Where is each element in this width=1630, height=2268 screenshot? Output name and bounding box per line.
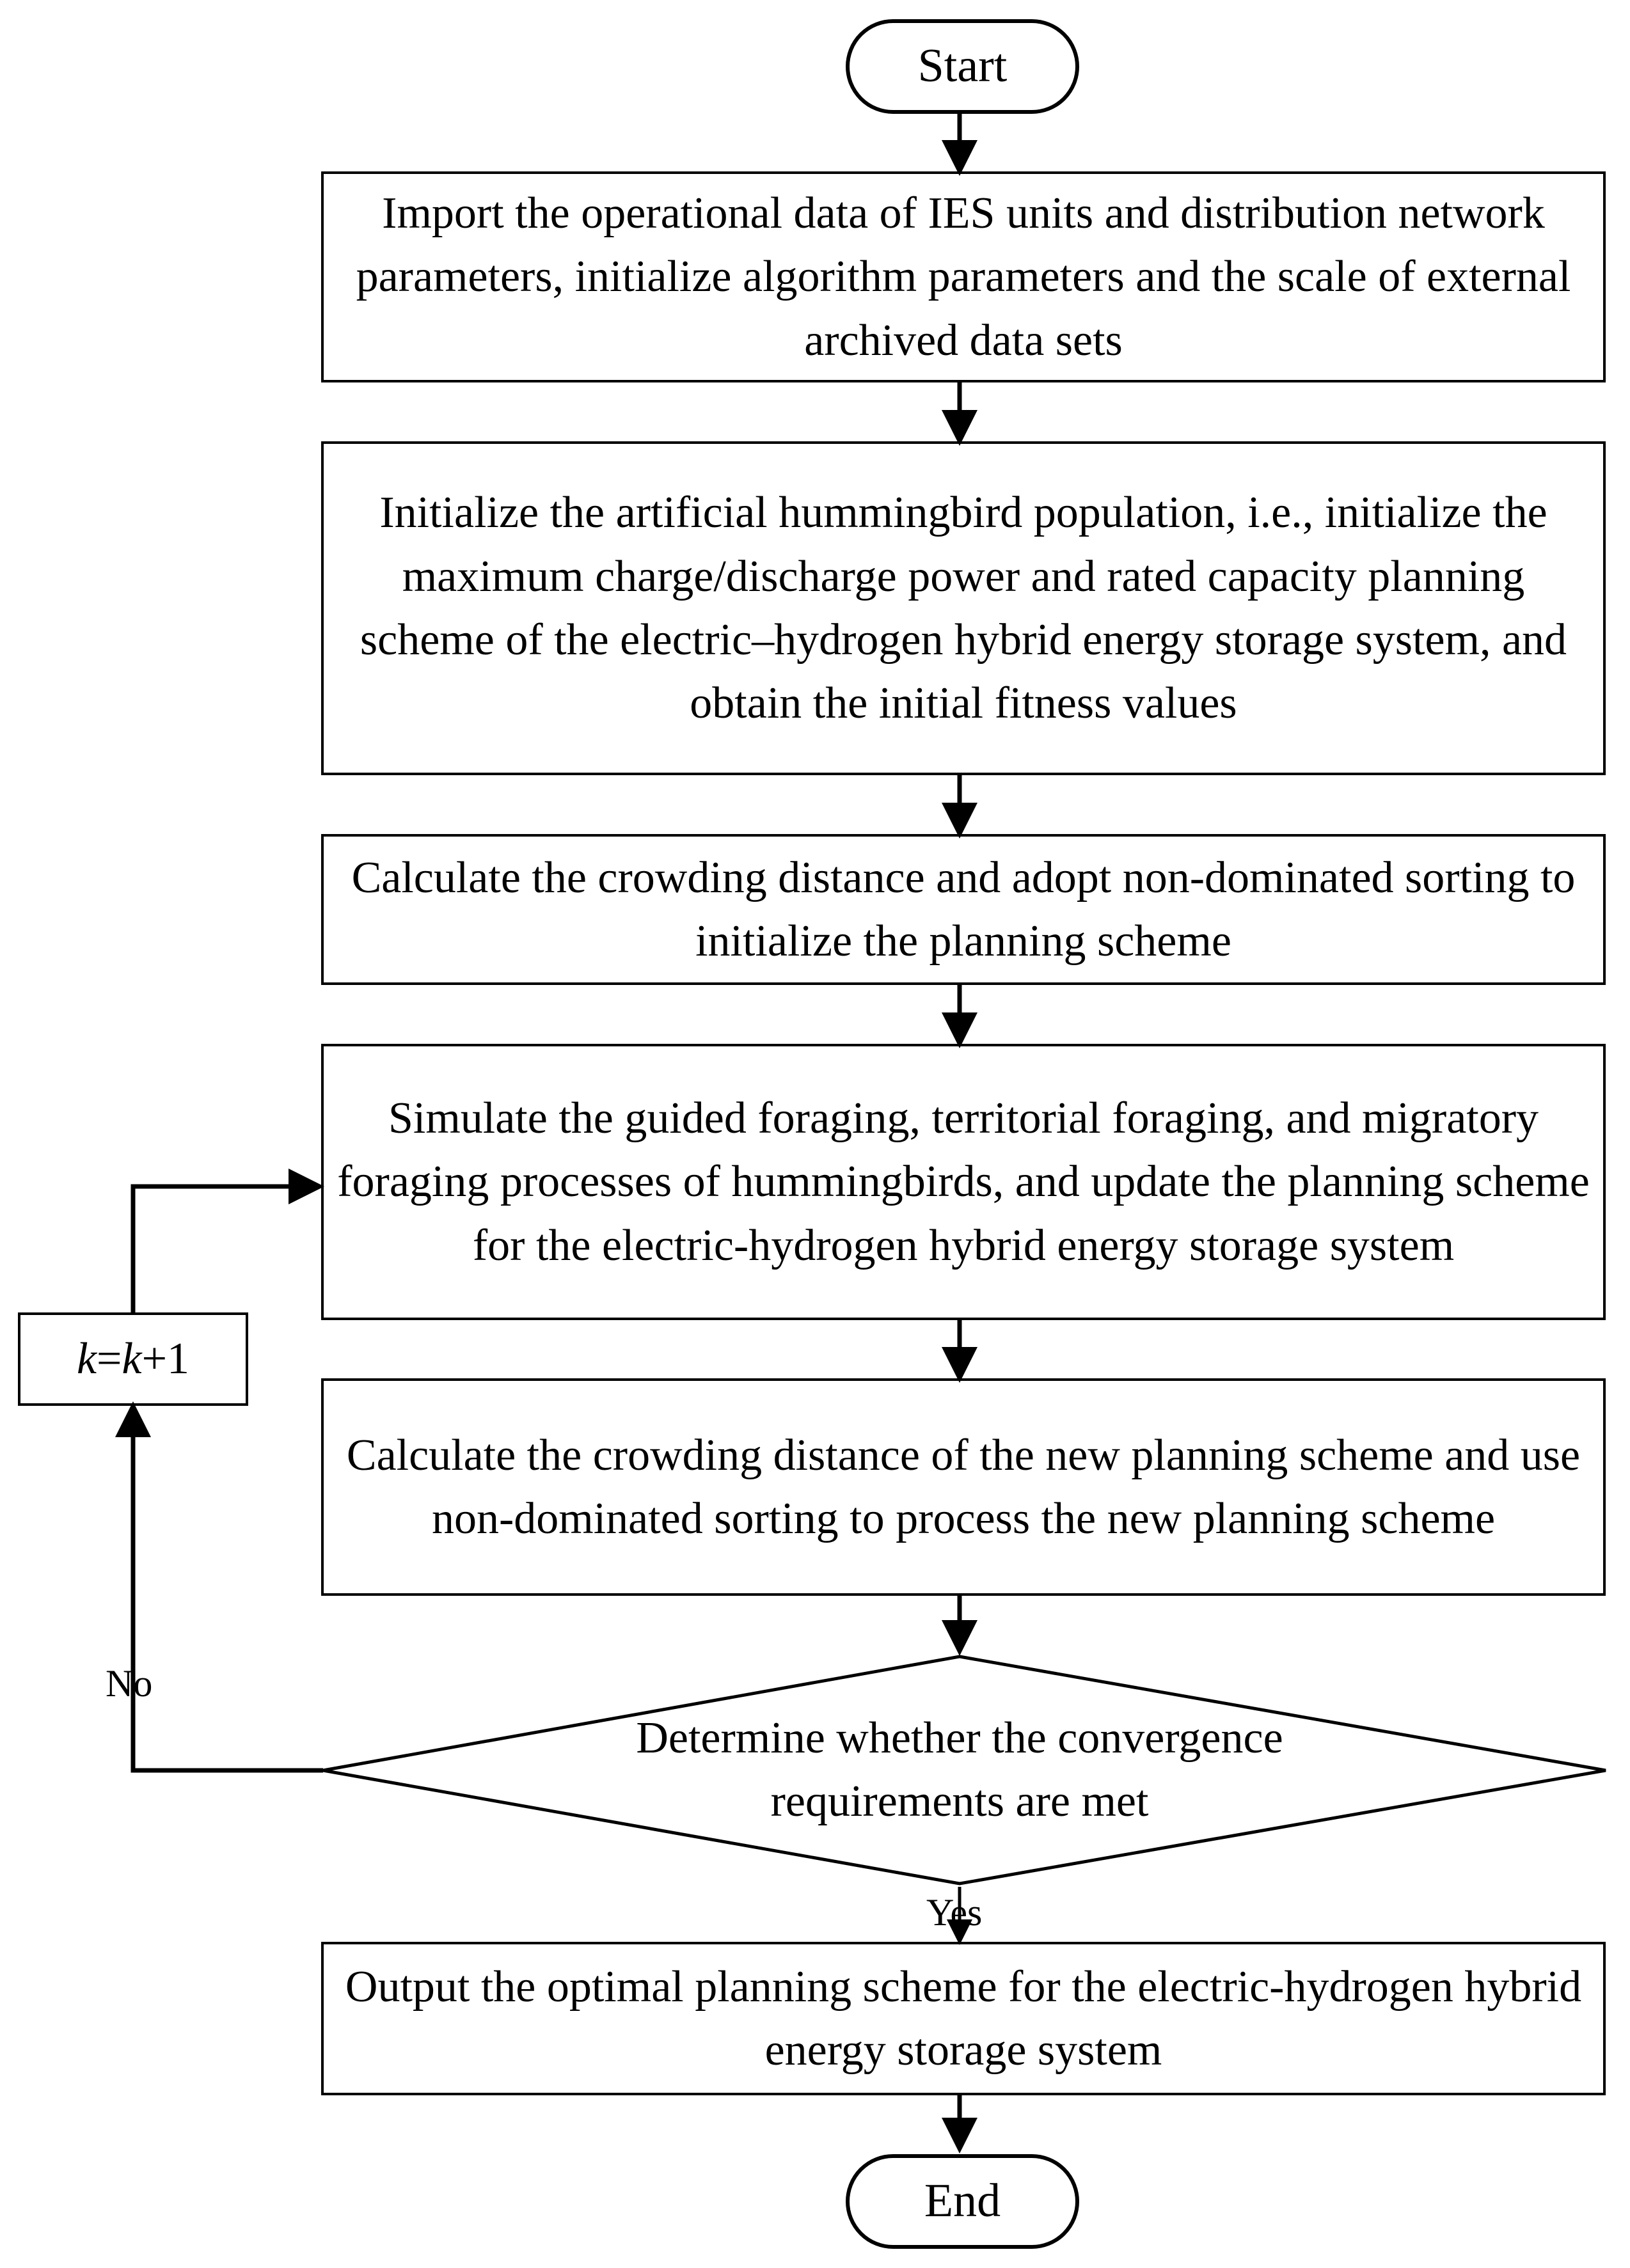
step-crowding-init: Calculate the crowding distance and adop…: [321, 834, 1606, 985]
step-crowding-new: Calculate the crowding distance of the n…: [321, 1378, 1606, 1596]
step-output-optimal: Output the optimal planning scheme for t…: [321, 1942, 1606, 2095]
loop-increment-box: k=k+1: [18, 1312, 248, 1406]
step-crowding-init-text: Calculate the crowding distance and adop…: [351, 853, 1576, 966]
yes-label: Yes: [926, 1891, 983, 1933]
step-initialize-population-text: Initialize the artificial hummingbird po…: [360, 488, 1567, 728]
loop-op: =: [97, 1334, 122, 1383]
loop-inc: +1: [141, 1334, 190, 1383]
step-simulate-foraging: Simulate the guided foraging, territoria…: [321, 1044, 1606, 1320]
step-initialize-population: Initialize the artificial hummingbird po…: [321, 441, 1606, 775]
loop-line-back: [131, 1169, 324, 1312]
loop-var2: k: [122, 1334, 142, 1383]
no-label: No: [106, 1662, 153, 1705]
end-label: End: [924, 2175, 1001, 2228]
decision-text: Determine whether the convergence requir…: [636, 1713, 1283, 1827]
step-simulate-foraging-text: Simulate the guided foraging, territoria…: [337, 1093, 1590, 1270]
end-terminal: End: [846, 2154, 1079, 2249]
step-import-data-text: Import the operational data of IES units…: [356, 188, 1571, 365]
step-import-data: Import the operational data of IES units…: [321, 171, 1606, 382]
decision-diamond: [322, 1655, 1606, 1886]
loop-line-no: [115, 1401, 323, 1773]
loop-var: k: [76, 1334, 97, 1383]
step-output-optimal-text: Output the optimal planning scheme for t…: [345, 1962, 1582, 2075]
step-crowding-new-text: Calculate the crowding distance of the n…: [346, 1430, 1581, 1543]
start-terminal: Start: [846, 19, 1079, 114]
start-label: Start: [917, 40, 1008, 93]
